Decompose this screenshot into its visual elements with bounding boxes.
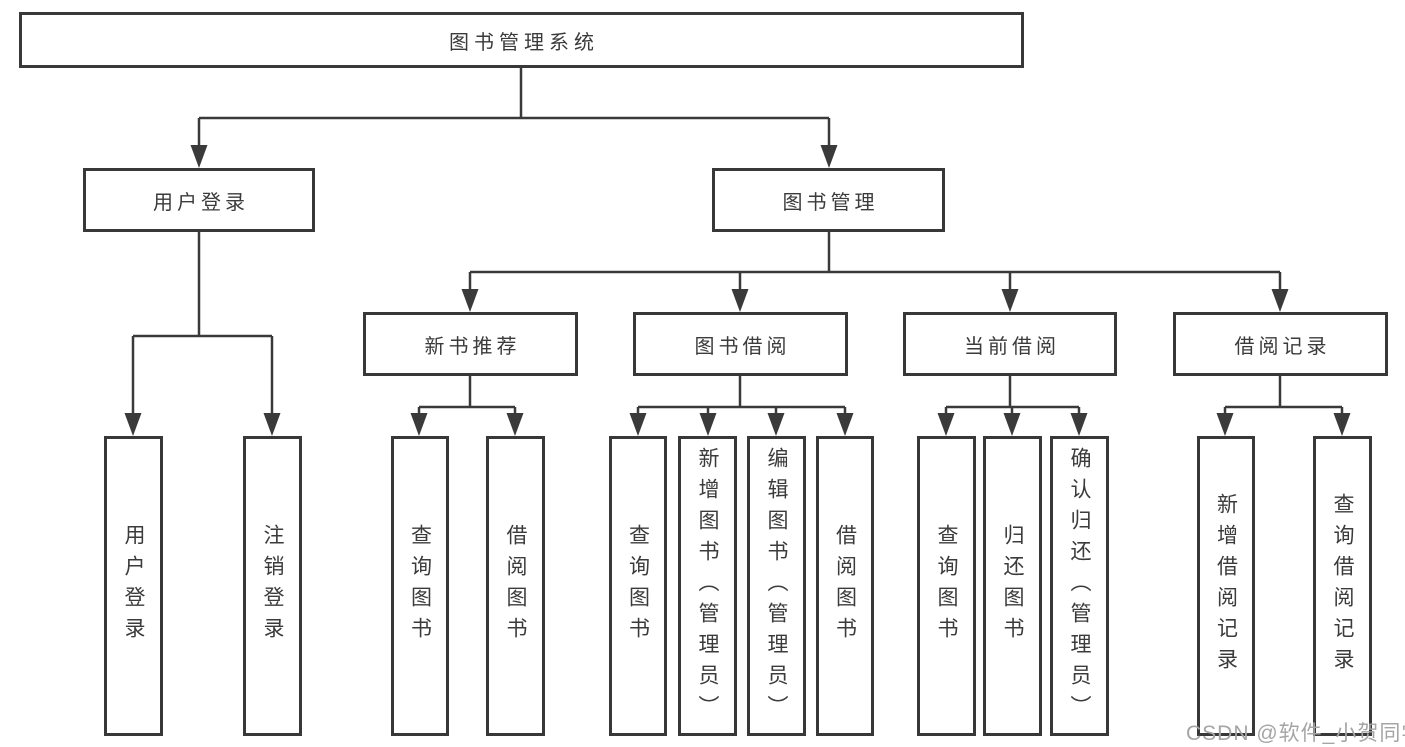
leaf-query-books-1-label: 查询图书 xyxy=(408,524,432,648)
node-user-login: 用户登录 xyxy=(83,168,315,232)
leaf-query-books-3: 查询图书 xyxy=(917,436,976,736)
leaf-add-borrow-record-label: 新增借阅记录 xyxy=(1214,493,1238,679)
leaf-borrow-books-1: 借阅图书 xyxy=(486,436,545,736)
node-borrow-records: 借阅记录 xyxy=(1173,312,1388,376)
leaf-add-borrow-record: 新增借阅记录 xyxy=(1197,436,1255,736)
leaf-borrow-books-1-label: 借阅图书 xyxy=(504,524,527,648)
leaf-borrow-books-2: 借阅图书 xyxy=(816,436,874,736)
leaf-confirm-return-admin-label: 确认归还（管理员） xyxy=(1068,446,1091,726)
leaf-return-books-label: 归还图书 xyxy=(1001,524,1024,648)
node-book-management: 图书管理 xyxy=(712,168,945,232)
leaf-edit-books-admin-label: 编辑图书（管理员） xyxy=(765,446,788,726)
leaf-return-books: 归还图书 xyxy=(983,436,1042,736)
leaf-edit-books-admin: 编辑图书（管理员） xyxy=(747,436,806,736)
leaf-query-borrow-record-label: 查询借阅记录 xyxy=(1331,493,1354,679)
node-book-borrow: 图书借阅 xyxy=(633,312,848,376)
node-library-management-system: 图书管理系统 xyxy=(19,12,1024,68)
leaf-borrow-books-2-label: 借阅图书 xyxy=(833,524,857,648)
leaf-add-books-admin-label: 新增图书（管理员） xyxy=(696,446,719,726)
leaf-logout-label: 注销登录 xyxy=(261,524,284,648)
leaf-query-books-1: 查询图书 xyxy=(391,436,449,736)
node-new-book-recommend: 新书推荐 xyxy=(363,312,578,376)
leaf-confirm-return-admin: 确认归还（管理员） xyxy=(1050,436,1109,736)
leaf-query-books-2: 查询图书 xyxy=(609,436,667,736)
node-current-borrow: 当前借阅 xyxy=(903,312,1117,376)
csdn-watermark: CSDN @软件_小贺同学 xyxy=(1186,722,1405,745)
leaf-user-login-label: 用户登录 xyxy=(122,524,145,648)
leaf-add-books-admin: 新增图书（管理员） xyxy=(678,436,737,736)
leaf-logout: 注销登录 xyxy=(243,436,302,736)
leaf-query-books-2-label: 查询图书 xyxy=(626,524,650,648)
leaf-query-borrow-record: 查询借阅记录 xyxy=(1313,436,1372,736)
leaf-user-login: 用户登录 xyxy=(104,436,163,736)
leaf-query-books-3-label: 查询图书 xyxy=(935,524,958,648)
